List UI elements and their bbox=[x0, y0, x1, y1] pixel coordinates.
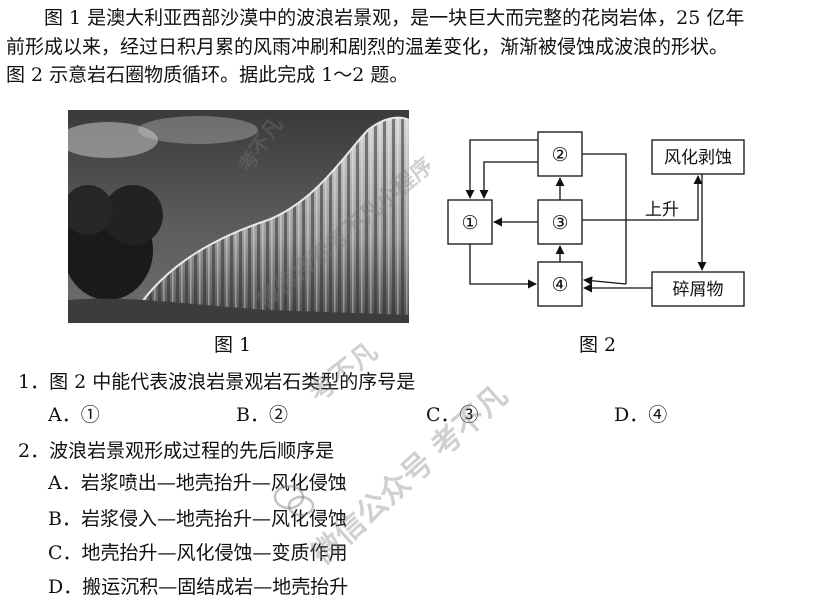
node-2-label: ② bbox=[551, 144, 568, 166]
debris-label: 碎屑物 bbox=[673, 280, 724, 300]
intro-paragraph: 图 1 是澳大利亚西部沙漠中的波浪岩景观，是一块巨大而完整的花岗岩体，25 亿年… bbox=[6, 4, 818, 90]
weathering-label: 风化剥蚀 bbox=[664, 148, 732, 168]
question-2-option-b: B．岩浆侵入—地壳抬升—风化侵蚀 bbox=[48, 508, 347, 530]
question-2-stem: 2．波浪岩景观形成过程的先后顺序是 bbox=[18, 440, 335, 462]
node-4-label: ④ bbox=[551, 274, 568, 296]
question-2-option-d: D．搬运沉积—固结成岩—地壳抬升 bbox=[48, 576, 349, 598]
intro-line-2: 前形成以来，经过日积月累的风雨冲刷和剧烈的温差变化，渐渐被侵蚀成波浪的形状。 bbox=[6, 35, 729, 58]
question-1-option-b: B．② bbox=[236, 404, 288, 426]
rock-cycle-diagram: ② ① ③ ④ 风化剥蚀 碎屑物 上升 bbox=[440, 120, 790, 320]
question-1-option-a: A．① bbox=[48, 404, 100, 426]
figure-1-caption: 图 1 bbox=[214, 334, 252, 356]
intro-line-1: 图 1 是澳大利亚西部沙漠中的波浪岩景观，是一块巨大而完整的花岗岩体，25 亿年 bbox=[44, 7, 745, 29]
debris-box bbox=[651, 271, 745, 307]
node-1-label: ① bbox=[461, 212, 478, 234]
uplift-label: 上升 bbox=[645, 200, 679, 220]
wechat-logo-icon bbox=[273, 484, 315, 517]
figure-2-caption: 图 2 bbox=[579, 334, 617, 356]
intro-line-3: 图 2 示意岩石圈物质循环。据此完成 1～2 题。 bbox=[6, 64, 409, 86]
node-3-label: ③ bbox=[551, 212, 568, 234]
question-2-option-a: A．岩浆喷出—地壳抬升—风化侵蚀 bbox=[48, 472, 347, 494]
question-2-option-c: C．地壳抬升—风化侵蚀—变质作用 bbox=[48, 542, 348, 564]
question-1-option-d: D．④ bbox=[614, 404, 668, 426]
wave-rock-photo bbox=[68, 110, 409, 323]
question-1-stem: 1．图 2 中能代表波浪岩景观岩石类型的序号是 bbox=[18, 371, 416, 393]
weathering-box bbox=[651, 139, 745, 175]
question-1-option-c: C．③ bbox=[426, 404, 479, 426]
